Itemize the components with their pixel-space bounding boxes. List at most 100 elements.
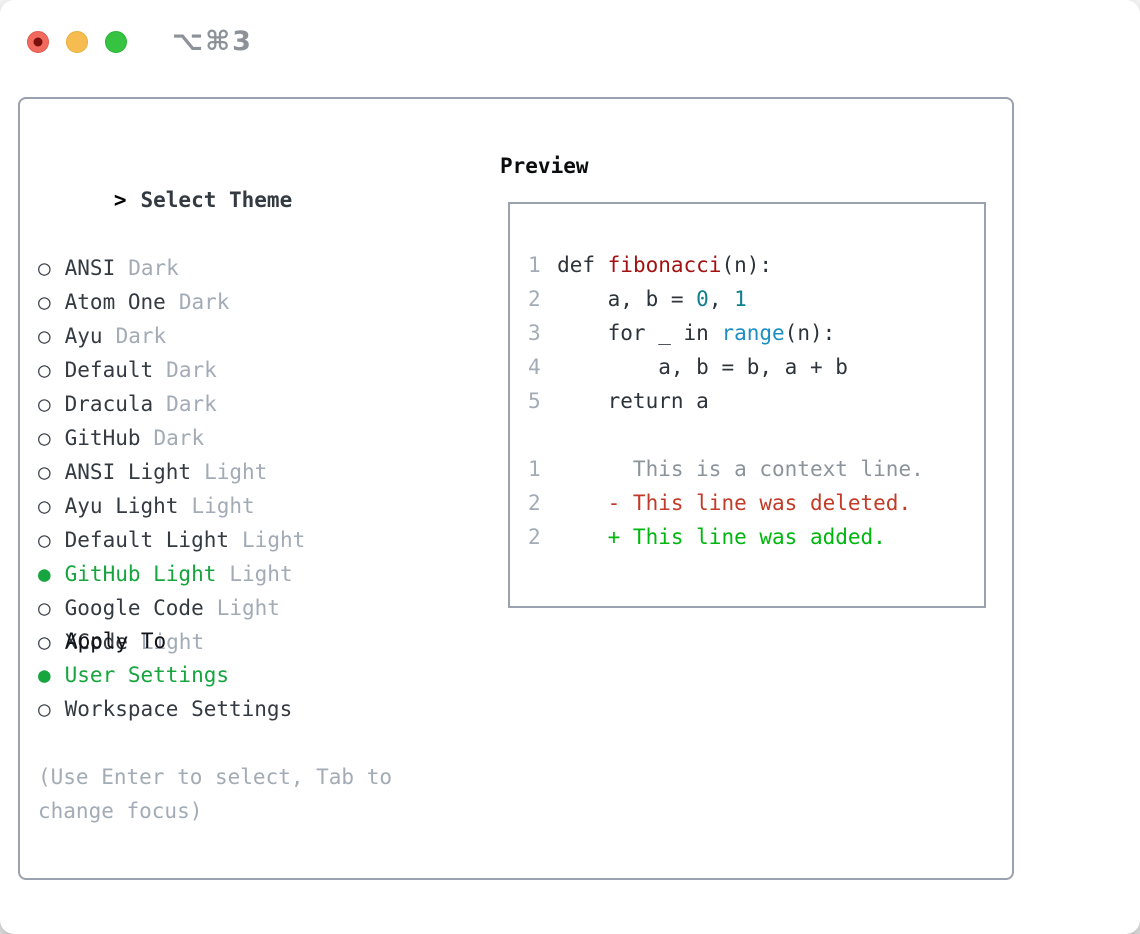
theme-option-label: GitHub Light (64, 562, 217, 586)
theme-option-default-light[interactable]: ○ Default Light Light (38, 523, 305, 557)
theme-option-github[interactable]: ○ GitHub Dark (38, 421, 305, 455)
theme-select-title: Select Theme (140, 188, 293, 212)
theme-option-xcode[interactable]: ○ XCode Light (38, 625, 305, 659)
theme-option-label: Dracula (64, 392, 154, 416)
code-segment: (n): (784, 321, 836, 345)
code-line: 2 + This line was added. (528, 520, 984, 554)
theme-option-default[interactable]: ○ Default Dark (38, 353, 305, 387)
theme-variant-tag: Dark (178, 290, 230, 314)
line-number: 4 (528, 355, 541, 379)
zoom-button[interactable] (105, 30, 127, 53)
theme-option-label: GitHub (64, 426, 141, 450)
radio-icon: ○ (38, 528, 51, 552)
theme-option-label: Google Code (64, 596, 204, 620)
code-segment: 1 (734, 287, 747, 311)
theme-option-label: Default Light (64, 528, 230, 552)
apply-option-label: User Settings (64, 663, 230, 687)
theme-variant-tag: Dark (166, 358, 217, 382)
radio-icon: ○ (38, 630, 51, 654)
theme-option-google-code[interactable]: ○ Google Code Light (38, 591, 305, 625)
line-number: 2 (528, 525, 541, 549)
minimize-button[interactable] (66, 30, 88, 53)
close-button[interactable] (27, 30, 49, 53)
code-segment: a, b = (557, 287, 697, 311)
code-line (528, 418, 984, 452)
radio-icon: ○ (38, 596, 51, 620)
code-line: 2 - This line was deleted. (528, 486, 984, 520)
radio-icon: ● (38, 562, 51, 586)
code-segment: - This line was deleted. (557, 491, 912, 515)
radio-icon: ○ (38, 392, 51, 416)
code-line: 1 This is a context line. (528, 452, 984, 486)
line-number: 2 (528, 491, 541, 515)
apply-option-user-settings[interactable]: ● User Settings (38, 658, 292, 692)
theme-variant-tag: Dark (153, 426, 205, 450)
code-line: 5 return a (528, 384, 984, 418)
theme-variant-tag: Dark (166, 392, 217, 416)
theme-option-label: Atom One (64, 290, 166, 314)
theme-option-label: Ayu (64, 324, 103, 348)
code-line: 1 def fibonacci(n): (528, 248, 984, 282)
theme-variant-tag: Light (216, 596, 280, 620)
theme-variant-tag: Light (191, 494, 255, 518)
theme-option-dracula[interactable]: ○ Dracula Dark (38, 387, 305, 421)
theme-option-label: Default (64, 358, 154, 382)
radio-icon: ○ (38, 494, 51, 518)
theme-option-ansi[interactable]: ○ ANSI Dark (38, 251, 305, 285)
theme-option-github-light[interactable]: ● GitHub Light Light (38, 557, 305, 591)
radio-icon: ○ (38, 460, 51, 484)
theme-option-label: XCode (64, 630, 128, 654)
code-segment: return a (557, 389, 709, 413)
apply-option-label: Workspace Settings (64, 697, 293, 721)
line-number: 2 (528, 287, 541, 311)
theme-variant-tag: Light (242, 528, 306, 552)
line-number: 1 (528, 457, 541, 481)
code-segment: This is a context line. (557, 457, 924, 481)
radio-icon: ● (38, 663, 51, 687)
preview-title: Preview (500, 154, 589, 178)
radio-icon: ○ (38, 426, 51, 450)
apply-option-workspace-settings[interactable]: ○ Workspace Settings (38, 692, 292, 726)
code-segment: a, b = b, a + b (557, 355, 848, 379)
line-number: 3 (528, 321, 541, 345)
prompt-icon: > (113, 188, 127, 212)
code-segment: , (708, 287, 735, 311)
radio-icon: ○ (38, 358, 51, 382)
titlebar: ⌥⌘3 (27, 26, 253, 57)
theme-variant-tag: Light (229, 562, 293, 586)
code-segment: 0 (696, 287, 709, 311)
theme-option-ayu[interactable]: ○ Ayu Dark (38, 319, 305, 353)
code-segment: for _ in (557, 321, 722, 345)
theme-variant-tag: Dark (128, 256, 179, 280)
radio-icon: ○ (38, 290, 51, 314)
code-line: 4 a, b = b, a + b (528, 350, 984, 384)
code-segment: range (721, 321, 785, 345)
radio-icon: ○ (38, 324, 51, 348)
theme-option-atom-one[interactable]: ○ Atom One Dark (38, 285, 305, 319)
theme-variant-tag: Light (140, 630, 205, 654)
code-segment: + This line was added. (557, 525, 886, 549)
theme-option-label: ANSI Light (64, 460, 192, 484)
code-segment: (n): (721, 253, 773, 277)
code-segment: fibonacci (607, 253, 722, 277)
line-number: 5 (528, 389, 541, 413)
theme-select-heading: > Select Theme (38, 149, 305, 251)
apply-to-section: Apply To ● User Settings ○ Workspace Settin… (38, 624, 292, 726)
theme-option-label: ANSI (64, 256, 116, 280)
code-line: 3 for _ in range(n): (528, 316, 984, 350)
code-segment: def (557, 253, 608, 277)
line-number: 1 (528, 253, 541, 277)
apply-to-title: Apply To (65, 629, 167, 653)
keyboard-hint: (Use Enter to select, Tab to change focu… (38, 765, 393, 823)
theme-variant-tag: Light (204, 460, 268, 484)
radio-icon: ○ (38, 697, 51, 721)
theme-option-ansi-light[interactable]: ○ ANSI Light Light (38, 455, 305, 489)
radio-icon: ○ (38, 256, 51, 280)
code-line: 2 a, b = 0, 1 (528, 282, 984, 316)
theme-variant-tag: Dark (115, 324, 167, 348)
